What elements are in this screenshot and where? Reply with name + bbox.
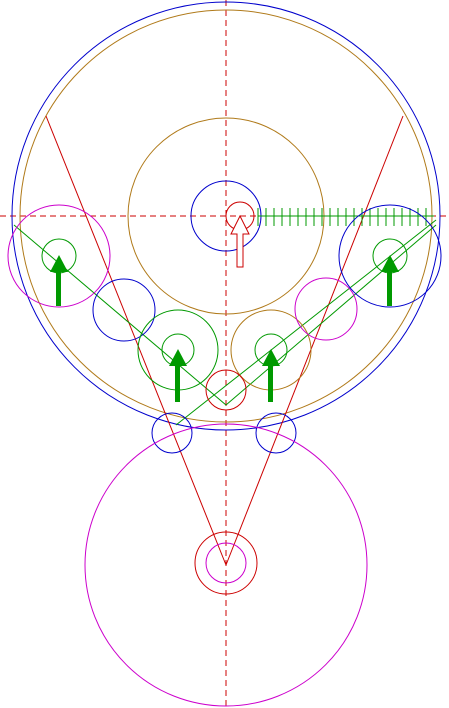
left-magenta-planet — [7, 204, 111, 308]
lower-right-blue-roller — [255, 412, 297, 454]
diagonal-lines — [13, 219, 437, 426]
arrow-mid-left — [169, 349, 187, 402]
bottom-magenta-hub — [205, 542, 247, 584]
right-magenta-idler — [294, 277, 358, 341]
arrow-right — [381, 255, 399, 306]
lower-left-blue-roller — [151, 412, 193, 454]
red-arrow — [230, 214, 250, 268]
center-red-pin — [205, 369, 247, 411]
v-lines — [45, 115, 404, 566]
diagonal-left — [13, 224, 227, 406]
bottom-red-ring — [194, 531, 258, 595]
green-arrows — [50, 255, 399, 402]
outer-ring — [11, 1, 441, 431]
v-line-right — [225, 115, 404, 566]
planet-circles — [7, 204, 442, 707]
diagonal-right-lower — [225, 224, 437, 406]
right-blue-planet — [338, 204, 442, 308]
diagonal-right — [175, 219, 437, 426]
bottom-magenta-gear — [84, 423, 368, 707]
v-line-left — [45, 115, 227, 566]
outer-ring-group — [11, 1, 441, 431]
left-blue-idler — [92, 278, 156, 342]
arrow-left — [50, 255, 68, 306]
tick-scale — [257, 208, 434, 226]
arrow-mid-right — [262, 349, 280, 402]
